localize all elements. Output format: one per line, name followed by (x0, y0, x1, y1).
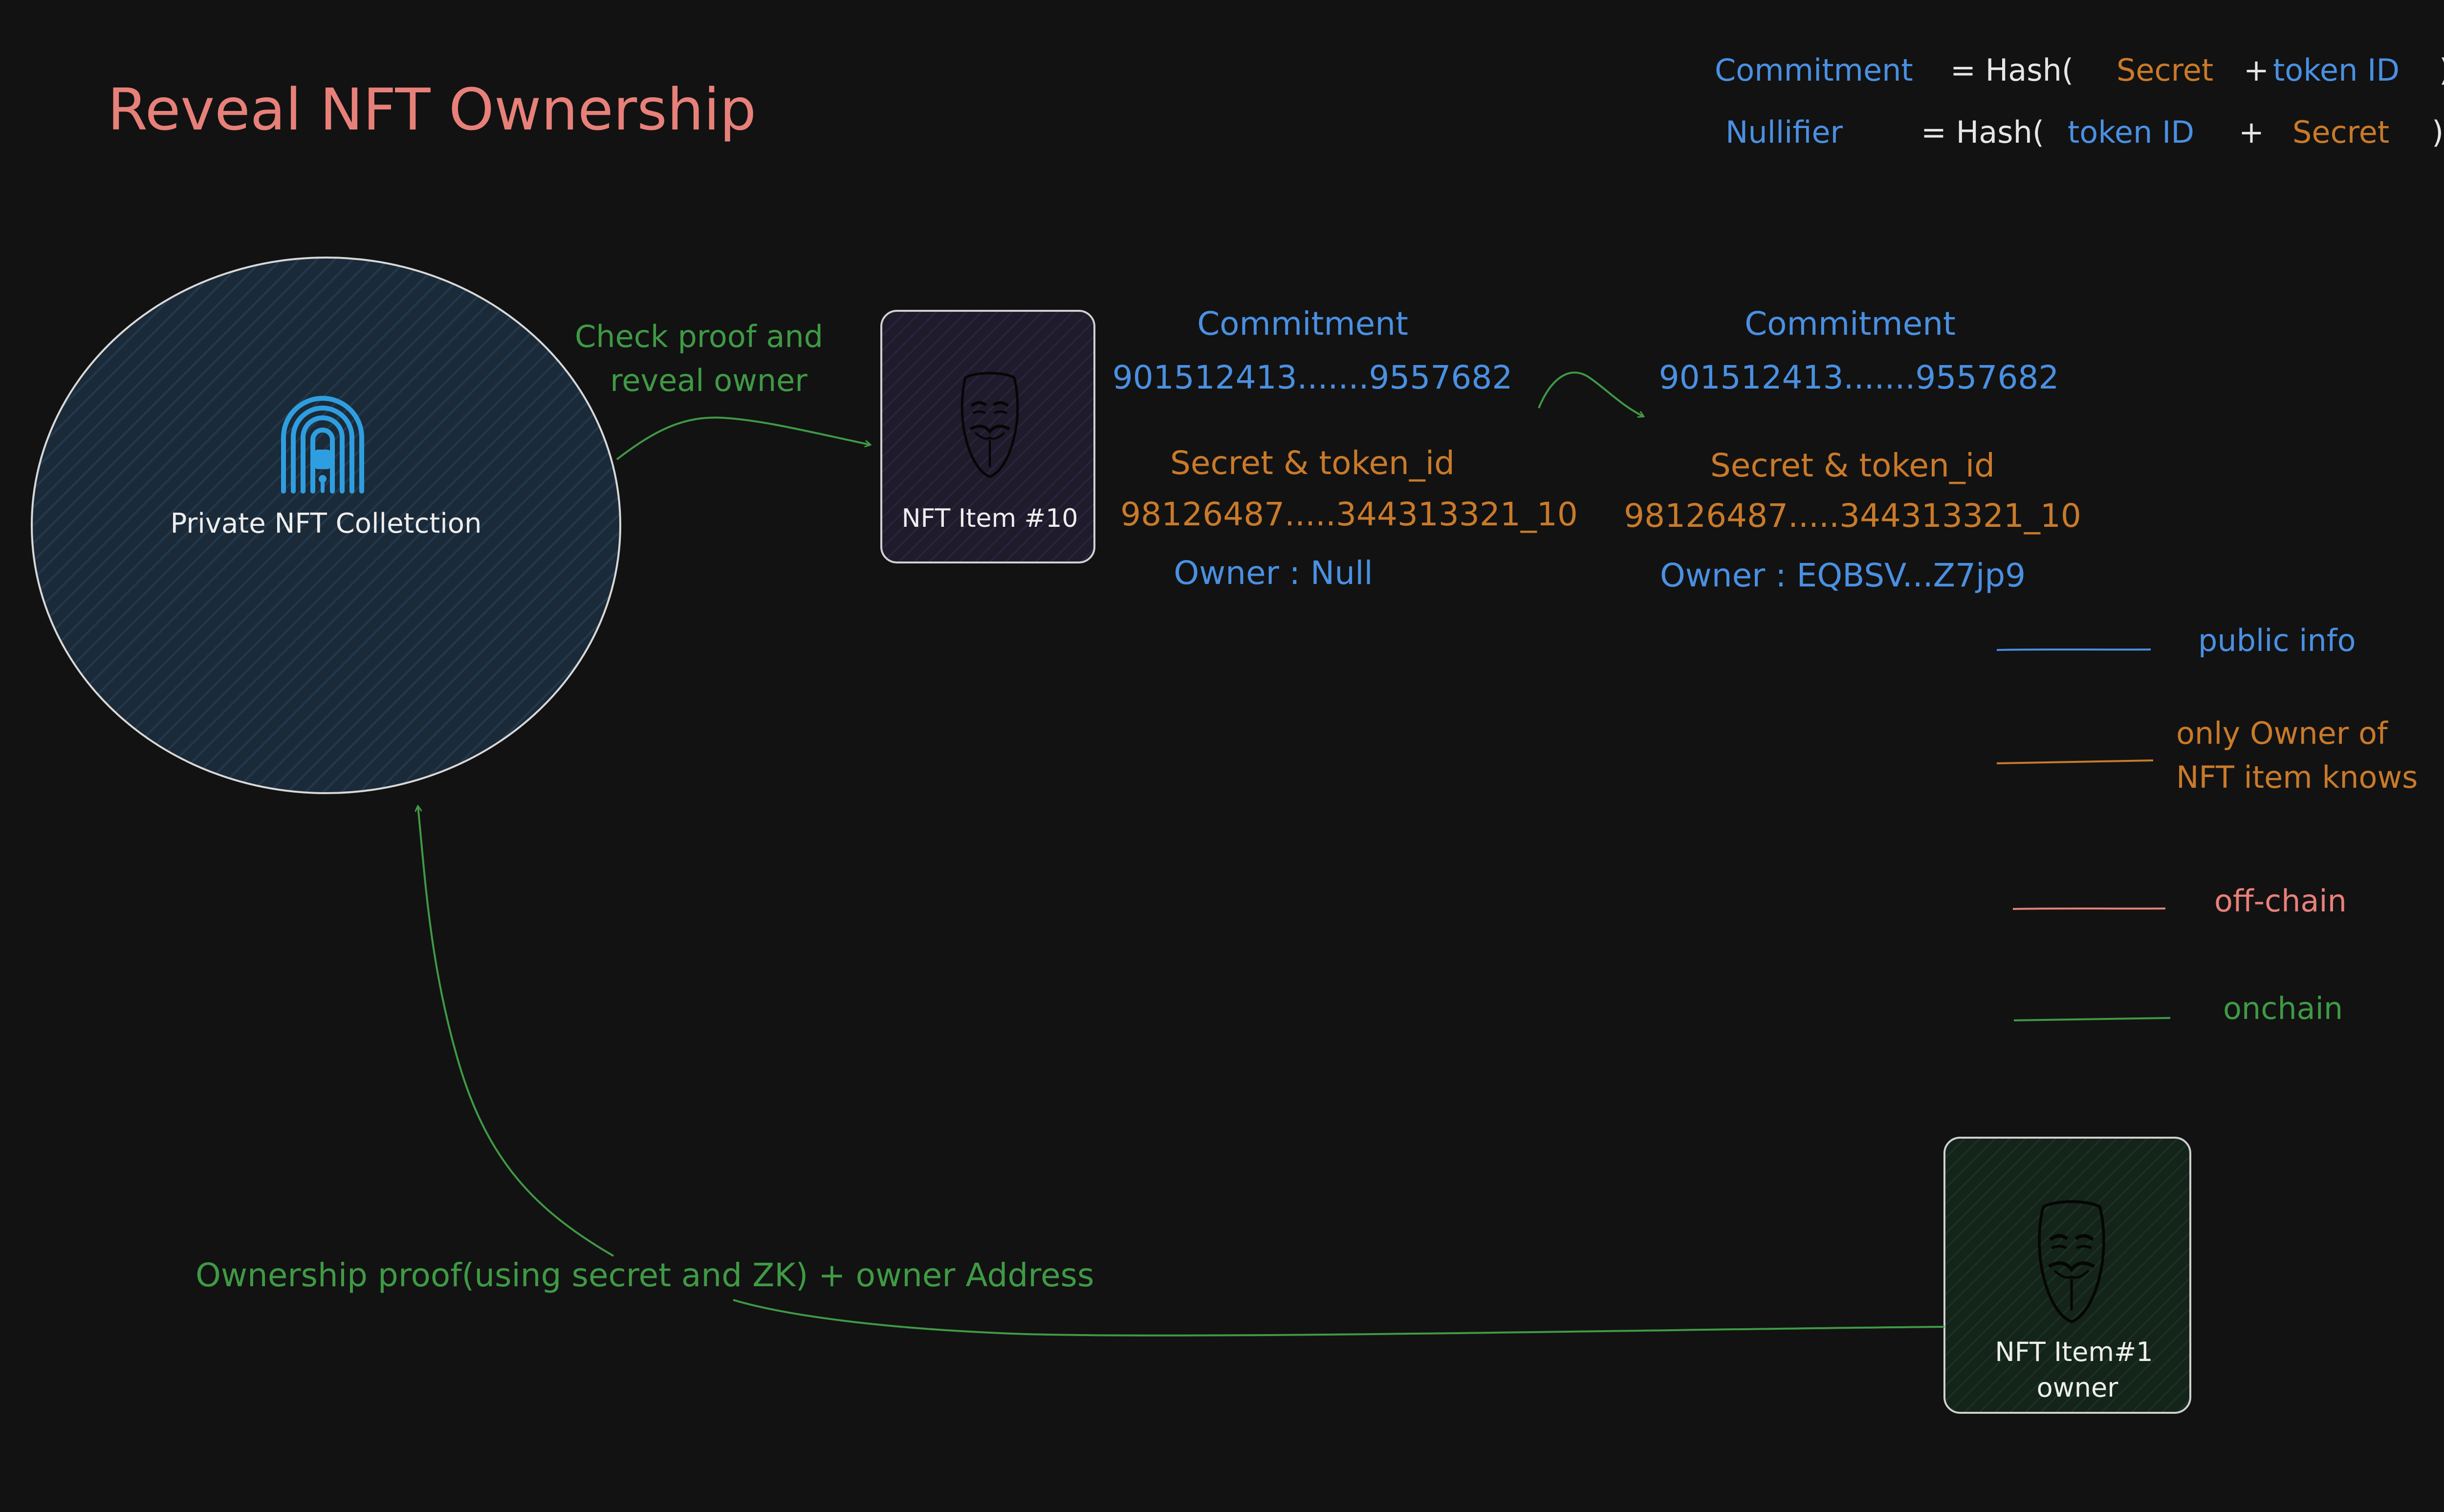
after-commitment-value: 901512413.......9557682 (1659, 359, 2059, 396)
state-after: Commitment 901512413.......9557682 Secre… (1624, 305, 2081, 594)
collection-circle (31, 257, 621, 794)
after-secret-label: Secret & token_id (1710, 447, 1995, 484)
legend-item-off-chain: off-chain (2012, 883, 2347, 919)
legend-label-owner-knows-2: NFT item knows (2176, 759, 2418, 795)
nft-item-1-owner-card[interactable]: NFT Item#1 owner (1943, 1137, 2191, 1414)
formula-commitment-name: Commitment (1715, 52, 1913, 88)
nft-item-1-owner: owner (2037, 1372, 2119, 1403)
legend-line-off-chain (2012, 907, 2166, 910)
nft-item-10-label: NFT Item #10 (902, 504, 1078, 533)
formula-nullifier-name: Nullifier (1725, 114, 1843, 150)
formula-nullifier-close: ) (2432, 114, 2444, 150)
collection-label: Private NFT Colletction (170, 508, 481, 540)
nft-item-1-box (1943, 1137, 2191, 1414)
before-commitment-value: 901512413.......9557682 (1113, 359, 1513, 396)
legend-line-public-info (1996, 648, 2151, 651)
formula-nullifier-plus: + (2239, 114, 2264, 150)
check-proof-line2: reveal owner (610, 363, 807, 398)
formula-commitment-secret: Secret (2117, 52, 2213, 88)
after-commitment-label: Commitment (1745, 305, 1956, 343)
legend-item-onchain: onchain (2013, 991, 2343, 1026)
before-secret-label: Secret & token_id (1170, 444, 1455, 482)
formula-commitment-close: ) (2439, 52, 2444, 88)
legend-line-owner-knows (1996, 759, 2154, 764)
ownership-proof-label: Ownership proof(using secret and ZK) + o… (196, 1256, 1094, 1294)
before-commitment-label: Commitment (1197, 305, 1408, 343)
fingerprint-lock-icon (281, 396, 364, 494)
private-nft-collection[interactable]: Private NFT Colletction (31, 257, 621, 794)
state-before: Commitment 901512413.......9557682 Secre… (1113, 305, 1578, 592)
legend-label-owner-knows-1: only Owner of (2176, 715, 2389, 751)
legend-line-onchain (2013, 1017, 2171, 1021)
formula-nullifier-secret: Secret (2292, 114, 2389, 150)
state-transition-arrow (1538, 371, 1643, 416)
ownership-proof-arrow (418, 806, 1945, 1337)
formula-commitment: Commitment = Hash( Secret + token ID ) (1715, 52, 2444, 88)
before-secret-value: 98126487.....344313321_10 (1120, 496, 1578, 533)
formula-nullifier-eq: = Hash( (1921, 114, 2044, 150)
legend-label-off-chain: off-chain (2214, 883, 2347, 919)
formula-commitment-eq: = Hash( (1950, 52, 2073, 88)
after-secret-value: 98126487.....344313321_10 (1624, 497, 2081, 535)
nft-item-10-box (880, 310, 1095, 563)
before-owner: Owner : Null (1174, 554, 1373, 592)
after-owner: Owner : EQBSV...Z7jp9 (1660, 557, 2026, 594)
nft-item-1-label: NFT Item#1 (1995, 1337, 2153, 1367)
legend-label-onchain: onchain (2223, 991, 2343, 1026)
check-proof-arrow (616, 416, 870, 460)
legend-item-public-info: public info (1996, 623, 2356, 658)
formula-commitment-plus: + (2244, 52, 2269, 88)
diagram-title: Reveal NFT Ownership (108, 76, 756, 143)
check-proof-line1: Check proof and (575, 319, 823, 354)
formula-commitment-token: token ID (2273, 52, 2400, 88)
legend-label-public-info: public info (2198, 623, 2356, 658)
formula-nullifier-token: token ID (2068, 114, 2194, 150)
legend-item-owner-knows: only Owner of NFT item knows (1996, 715, 2418, 795)
nft-item-10-card[interactable]: NFT Item #10 (880, 310, 1095, 563)
formula-nullifier: Nullifier = Hash( token ID + Secret ) (1725, 114, 2444, 150)
legend: public info only Owner of NFT item knows… (1996, 623, 2418, 1026)
